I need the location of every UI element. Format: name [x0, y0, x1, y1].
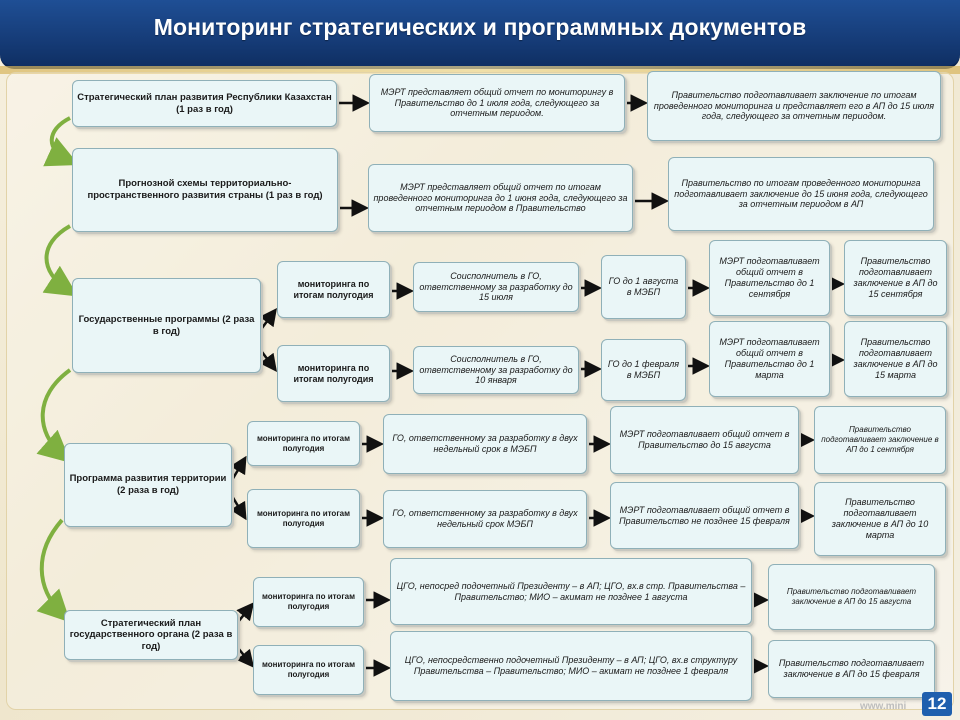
r3b-monitoring-half-year: мониторинга по итогам полугодия — [277, 345, 390, 402]
r4b-step-government-conclusion: Правительство подготавливает заключение … — [814, 482, 946, 556]
r5a-monitoring-half-year: мониторинга по итогам полугодия — [253, 577, 364, 627]
r1-step-government-conclusion: Правительство подготавливает заключение … — [647, 71, 941, 141]
r4b-monitoring-half-year: мониторинга по итогам полугодия — [247, 489, 360, 548]
doc-state-programs: Государственные программы (2 раза в год) — [72, 278, 261, 373]
r4b-step-go-to-mebp: ГО, ответственному за разработку в двух … — [383, 490, 587, 548]
r5b-step-reporting-routes: ЦГО, непосредственно подочетный Президен… — [390, 631, 752, 701]
r2-step-government-conclusion: Правительство по итогам проведенного мон… — [668, 157, 934, 231]
r3a-monitoring-half-year: мониторинга по итогам полугодия — [277, 261, 390, 318]
r1-step-mert-report: МЭРТ представляет общий отчет по монитор… — [369, 74, 625, 132]
doc-territory-development-program: Программа развития территории (2 раза в … — [64, 443, 232, 527]
r3a-step-government-conclusion: Правительство подготавливает заключение … — [844, 240, 947, 316]
doc-strategic-plan-rk: Стратегический план развития Республики … — [72, 80, 337, 127]
r3b-step-coexecutor: Соисполнитель в ГО, ответственному за ра… — [413, 346, 579, 394]
r5b-monitoring-half-year: мониторинга по итогам полугодия — [253, 645, 364, 695]
r5a-step-government-conclusion: Правительство подготавливает заключение … — [768, 564, 935, 630]
r3a-step-coexecutor: Соисполнитель в ГО, ответственному за ра… — [413, 262, 579, 312]
r3b-step-go-to-mebp: ГО до 1 февраля в МЭБП — [601, 339, 686, 401]
r4a-step-go-to-mebp: ГО, ответственному за разработку в двух … — [383, 414, 587, 474]
r5b-step-government-conclusion: Правительство подготавливает заключение … — [768, 640, 935, 698]
header-bar: Мониторинг стратегических и программных … — [0, 0, 960, 69]
r5a-step-reporting-routes: ЦГО, непосред подочетный Президенту – в … — [390, 558, 752, 625]
doc-territorial-scheme: Прогнозной схемы территориально-простран… — [72, 148, 338, 232]
r2-step-mert-report: МЭРТ представляет общий отчет по итогам … — [368, 164, 633, 232]
r3b-step-mert-report: МЭРТ подготавливает общий отчет в Правит… — [709, 321, 830, 397]
r4a-step-mert-report: МЭРТ подготавливает общий отчет в Правит… — [610, 406, 799, 474]
watermark-text: www.mini — [860, 701, 907, 712]
r4a-step-government-conclusion: Правительство подготавливает заключение … — [814, 406, 946, 474]
r3b-step-government-conclusion: Правительство подготавливает заключение … — [844, 321, 947, 397]
page-number-badge: 12 — [922, 692, 952, 716]
doc-state-body-strategic-plan: Стратегический план государственного орг… — [64, 610, 238, 660]
r4a-monitoring-half-year: мониторинга по итогам полугодия — [247, 421, 360, 466]
page-title: Мониторинг стратегических и программных … — [153, 14, 807, 40]
r3a-step-mert-report: МЭРТ подготавливает общий отчет в Правит… — [709, 240, 830, 316]
r3a-step-go-to-mebp: ГО до 1 августа в МЭБП — [601, 255, 686, 319]
decorative-stripe — [0, 66, 960, 74]
r4b-step-mert-report: МЭРТ подготавливает общий отчет в Правит… — [610, 482, 799, 549]
